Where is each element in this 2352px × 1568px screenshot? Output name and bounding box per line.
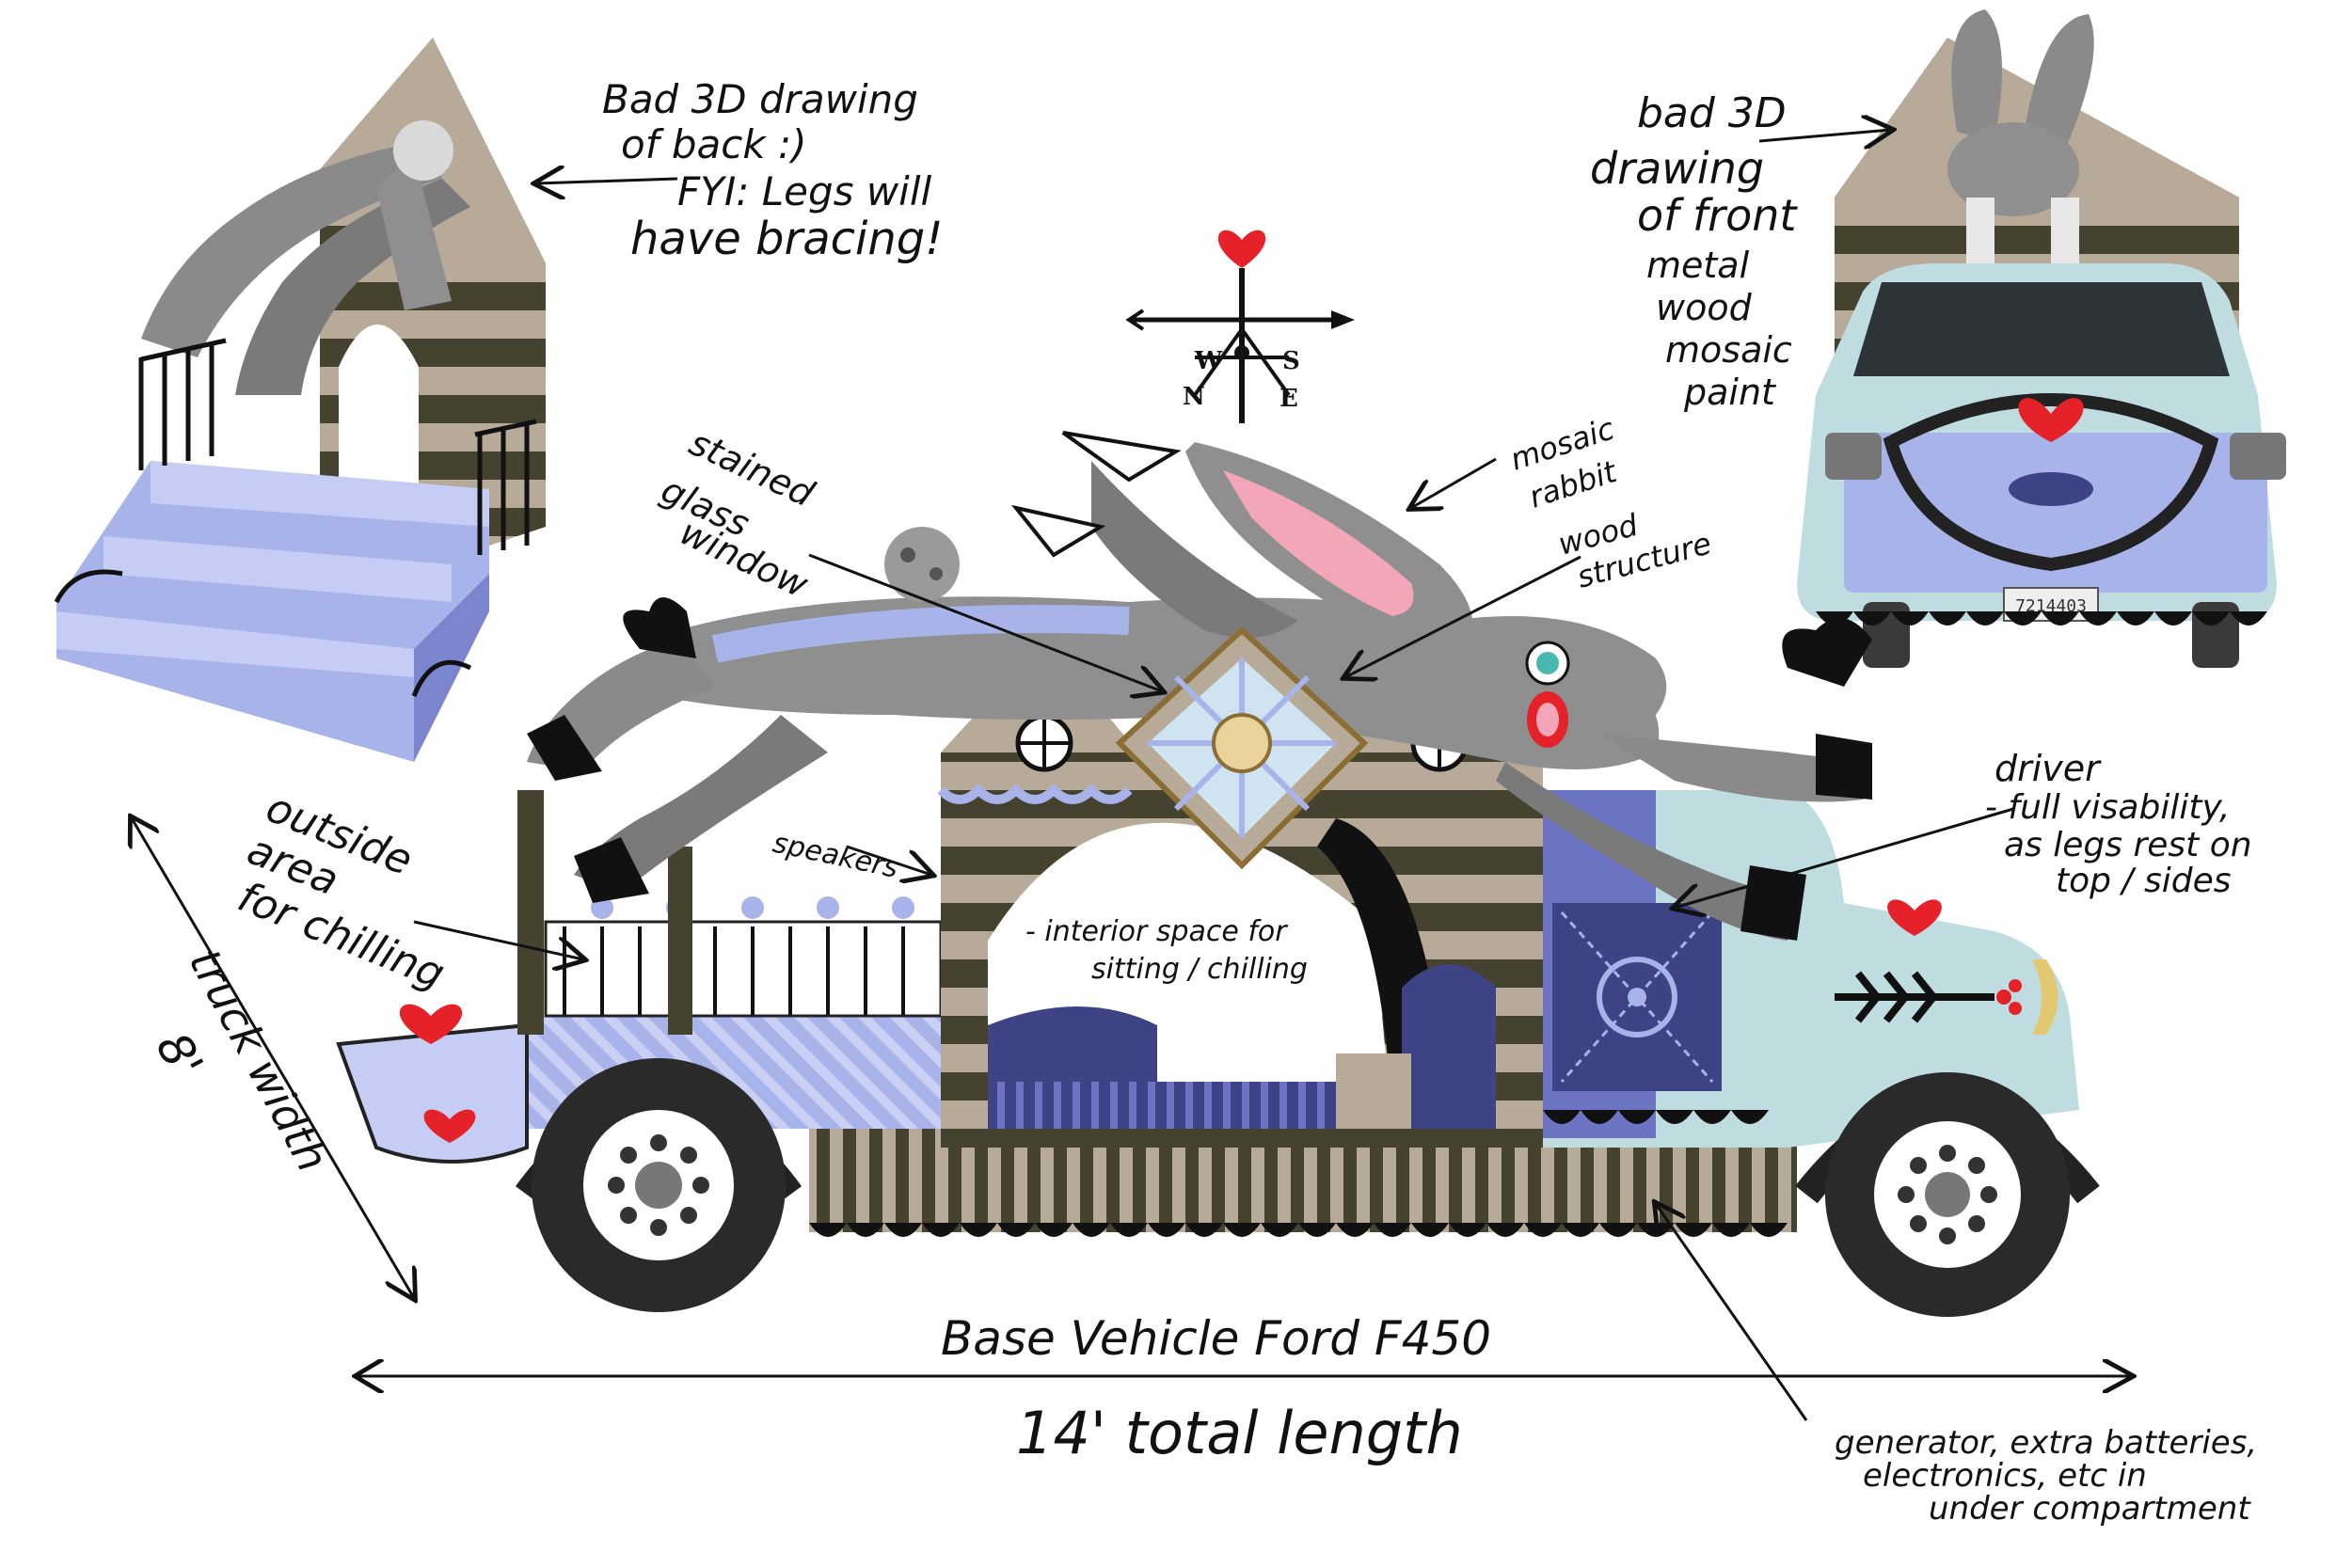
compass-west: W — [1194, 347, 1223, 375]
wood-structure — [937, 640, 1543, 1129]
driver-label-3: as legs rest on — [2004, 826, 2252, 864]
driver-label-4: top / sides — [2056, 862, 2232, 900]
back-drawing-label-4: have bracing! — [630, 213, 944, 265]
front-drawing-label-7: paint — [1683, 372, 1777, 413]
rear-wheel — [515, 1058, 803, 1312]
driver-label-2: - full visability, — [1985, 788, 2230, 827]
front-drawing-label-1: bad 3D — [1637, 89, 1787, 137]
front-drawing-label-6: mosaic — [1665, 329, 1792, 371]
main-vehicle: W S N E — [336, 230, 2100, 1317]
base-vehicle-label: Base Vehicle Ford F450 — [941, 1311, 1491, 1366]
interior-label-2: sitting / chilling — [1091, 953, 1308, 986]
back-3d-drawing — [54, 38, 546, 762]
compass-east: E — [1279, 385, 1298, 413]
front-wheel — [1795, 1072, 2100, 1317]
back-drawing-label-2: of back :) — [621, 121, 807, 167]
annotation-arrows — [132, 130, 2131, 1421]
heart-icon — [423, 1109, 476, 1143]
front-drawing-label-3: of front — [1637, 190, 1798, 241]
compass-north: N — [1183, 383, 1205, 411]
generator-label-3: under compartment — [1929, 1490, 2251, 1528]
back-drawing-label-3: FYI: Legs will — [677, 168, 932, 214]
railing-fence — [544, 896, 943, 1018]
speakers-label: speakers — [770, 827, 901, 885]
front-drawing-label-5: wood — [1656, 287, 1753, 328]
back-drawing-label-1: Bad 3D drawing — [602, 76, 918, 122]
license-plate-text: 7214403 — [2015, 596, 2087, 616]
heart-icon — [1887, 899, 1942, 936]
interior-label-1: - interior space for — [1025, 915, 1288, 948]
truck-width-value: 8' — [145, 1023, 214, 1086]
generator-label-2: electronics, etc in — [1863, 1457, 2147, 1495]
total-length-label: 14' total length — [1016, 1399, 1463, 1467]
heart-icon — [1217, 230, 1266, 268]
front-drawing-label-4: metal — [1646, 245, 1750, 286]
compass-south: S — [1282, 347, 1300, 375]
generator-label-1: generator, extra batteries, — [1835, 1424, 2257, 1462]
front-drawing-label-2: drawing — [1590, 143, 1764, 194]
mosaic-rabbit — [527, 431, 1872, 941]
front-3d-drawing: 7214403 — [1797, 9, 2286, 668]
weathervane: W S N E — [1125, 230, 1355, 423]
outside-area-label-3: for chilling — [231, 873, 452, 999]
stained-glass-window — [1115, 626, 1369, 870]
driver-label-1: driver — [1994, 748, 2102, 789]
